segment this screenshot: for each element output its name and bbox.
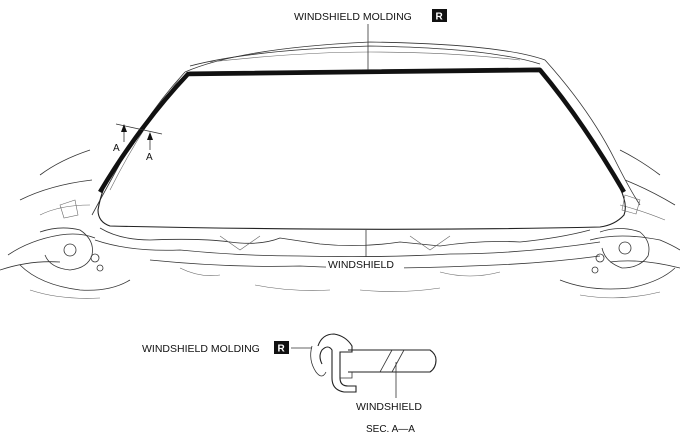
section-detail (310, 333, 437, 393)
cowl-structure (19, 194, 676, 299)
section-marker-a-left: A (113, 143, 120, 154)
windshield-label: WINDSHIELD (328, 259, 394, 271)
windshield-glass (97, 67, 626, 230)
top-molding-label: WINDSHIELD MOLDING (294, 11, 412, 23)
section-replace-badge (274, 341, 289, 354)
windshield-molding-strip (98, 67, 626, 194)
car-body-outline (0, 41, 680, 271)
top-replace-badge-text: R (436, 12, 444, 23)
section-replace-badge-text: R (278, 344, 286, 355)
section-windshield-label: WINDSHIELD (356, 401, 422, 413)
section-title: SEC. A—A (366, 424, 415, 435)
section-molding-label: WINDSHIELD MOLDING (142, 343, 260, 355)
section-marker-a-right: A (146, 152, 153, 163)
section-cut-marker (115, 123, 163, 150)
top-replace-badge (432, 9, 447, 22)
